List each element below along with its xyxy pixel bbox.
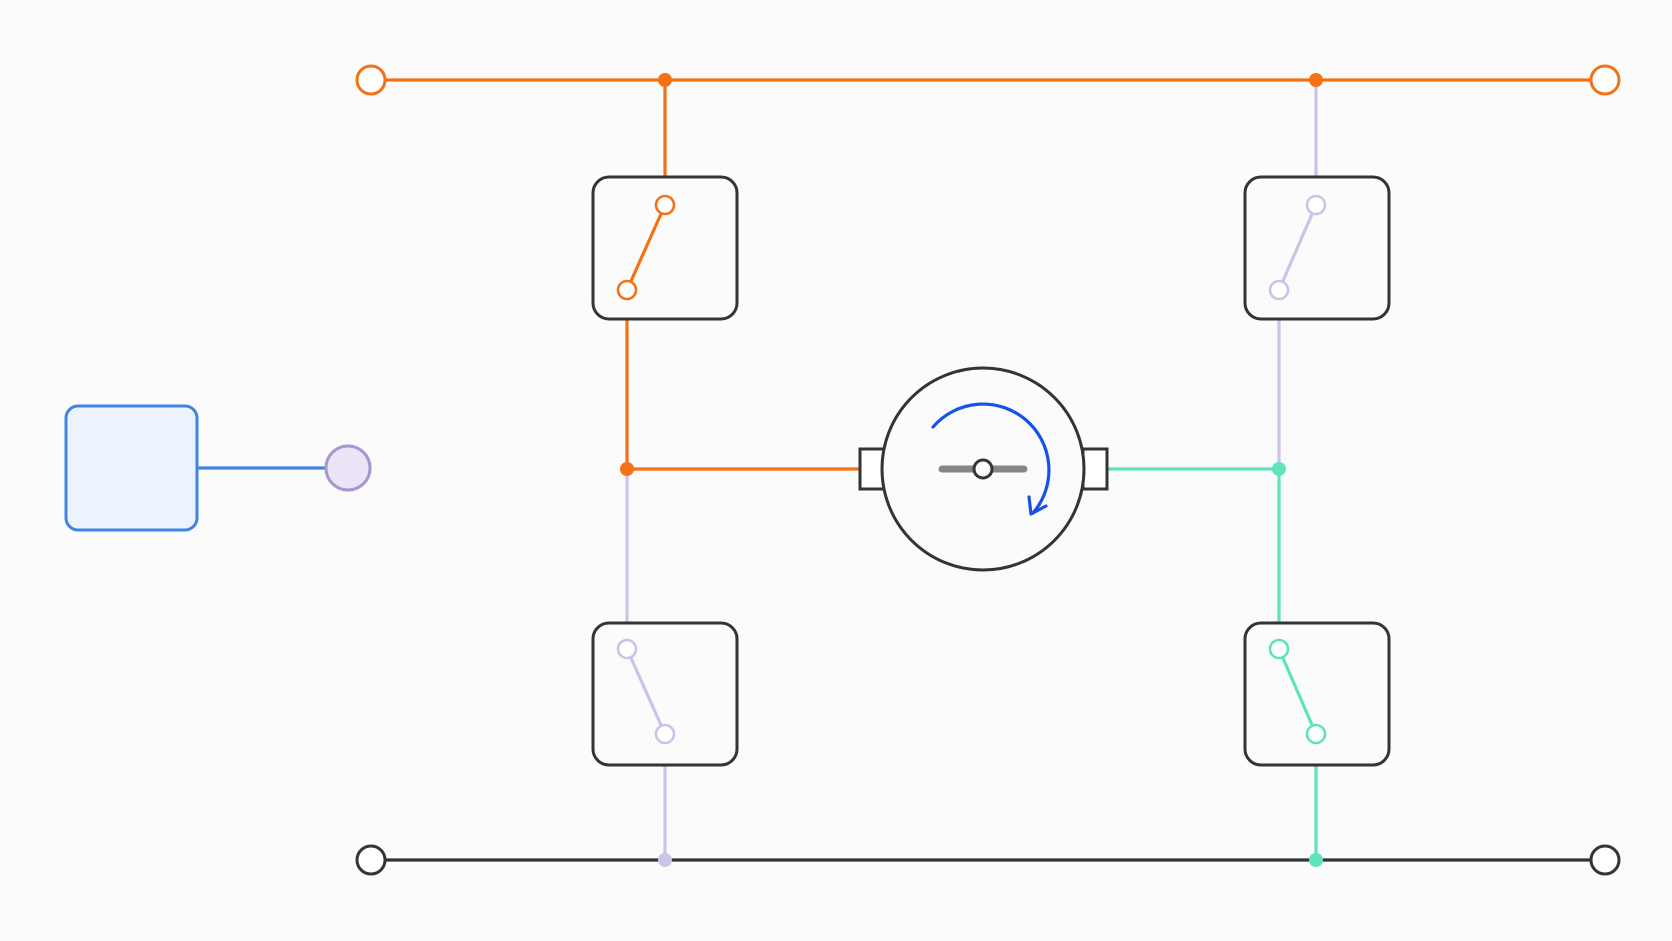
switch-high-left-contact-top	[654, 194, 676, 216]
junctions	[620, 73, 1323, 867]
switch-low-right-blade	[1277, 647, 1318, 736]
junction-dot-icon	[658, 73, 672, 87]
switch-high-right[interactable]	[1243, 175, 1391, 321]
rotation-arrow-icon	[931, 402, 1051, 515]
junction-dot-icon	[1272, 462, 1286, 476]
control-node-icon[interactable]	[324, 444, 372, 492]
switch-high-left-blade	[625, 203, 667, 292]
switch-low-left[interactable]	[591, 621, 739, 767]
supply-terminal-left[interactable]	[355, 64, 387, 96]
switch-low-left-blade	[625, 647, 667, 736]
switch-low-right[interactable]	[1243, 621, 1391, 767]
controller-box-icon	[64, 404, 199, 532]
rotation-arrowhead	[1027, 495, 1048, 516]
junction-dot-icon	[1309, 73, 1323, 87]
switch-high-left-contact-bottom	[616, 279, 638, 301]
ground-terminal-right[interactable]	[1589, 844, 1621, 876]
junction-dot-icon	[658, 853, 672, 867]
supply-terminal-right[interactable]	[1589, 64, 1621, 96]
switch-high-left[interactable]	[591, 175, 739, 321]
switch-low-left-contact-bottom	[654, 723, 676, 745]
switch-low-left-contact-top	[616, 638, 638, 660]
switch-high-right-blade	[1277, 203, 1318, 292]
switch-low-right-contact-bottom	[1305, 723, 1327, 745]
junction-dot-icon	[620, 462, 634, 476]
ground-terminal-left[interactable]	[355, 844, 387, 876]
motor-terminal-left	[858, 447, 886, 491]
motor-terminal-right	[1081, 447, 1109, 491]
switch-low-right-contact-top	[1268, 638, 1290, 660]
controller[interactable]	[64, 404, 372, 532]
switch-high-right-contact-bottom	[1268, 279, 1290, 301]
junction-dot-icon	[1309, 853, 1323, 867]
ground-rail	[355, 844, 1621, 876]
supply-rail	[355, 64, 1621, 96]
motor-hub	[972, 458, 994, 480]
switch-high-right-contact-top	[1305, 194, 1327, 216]
motor-icon[interactable]	[858, 366, 1109, 572]
